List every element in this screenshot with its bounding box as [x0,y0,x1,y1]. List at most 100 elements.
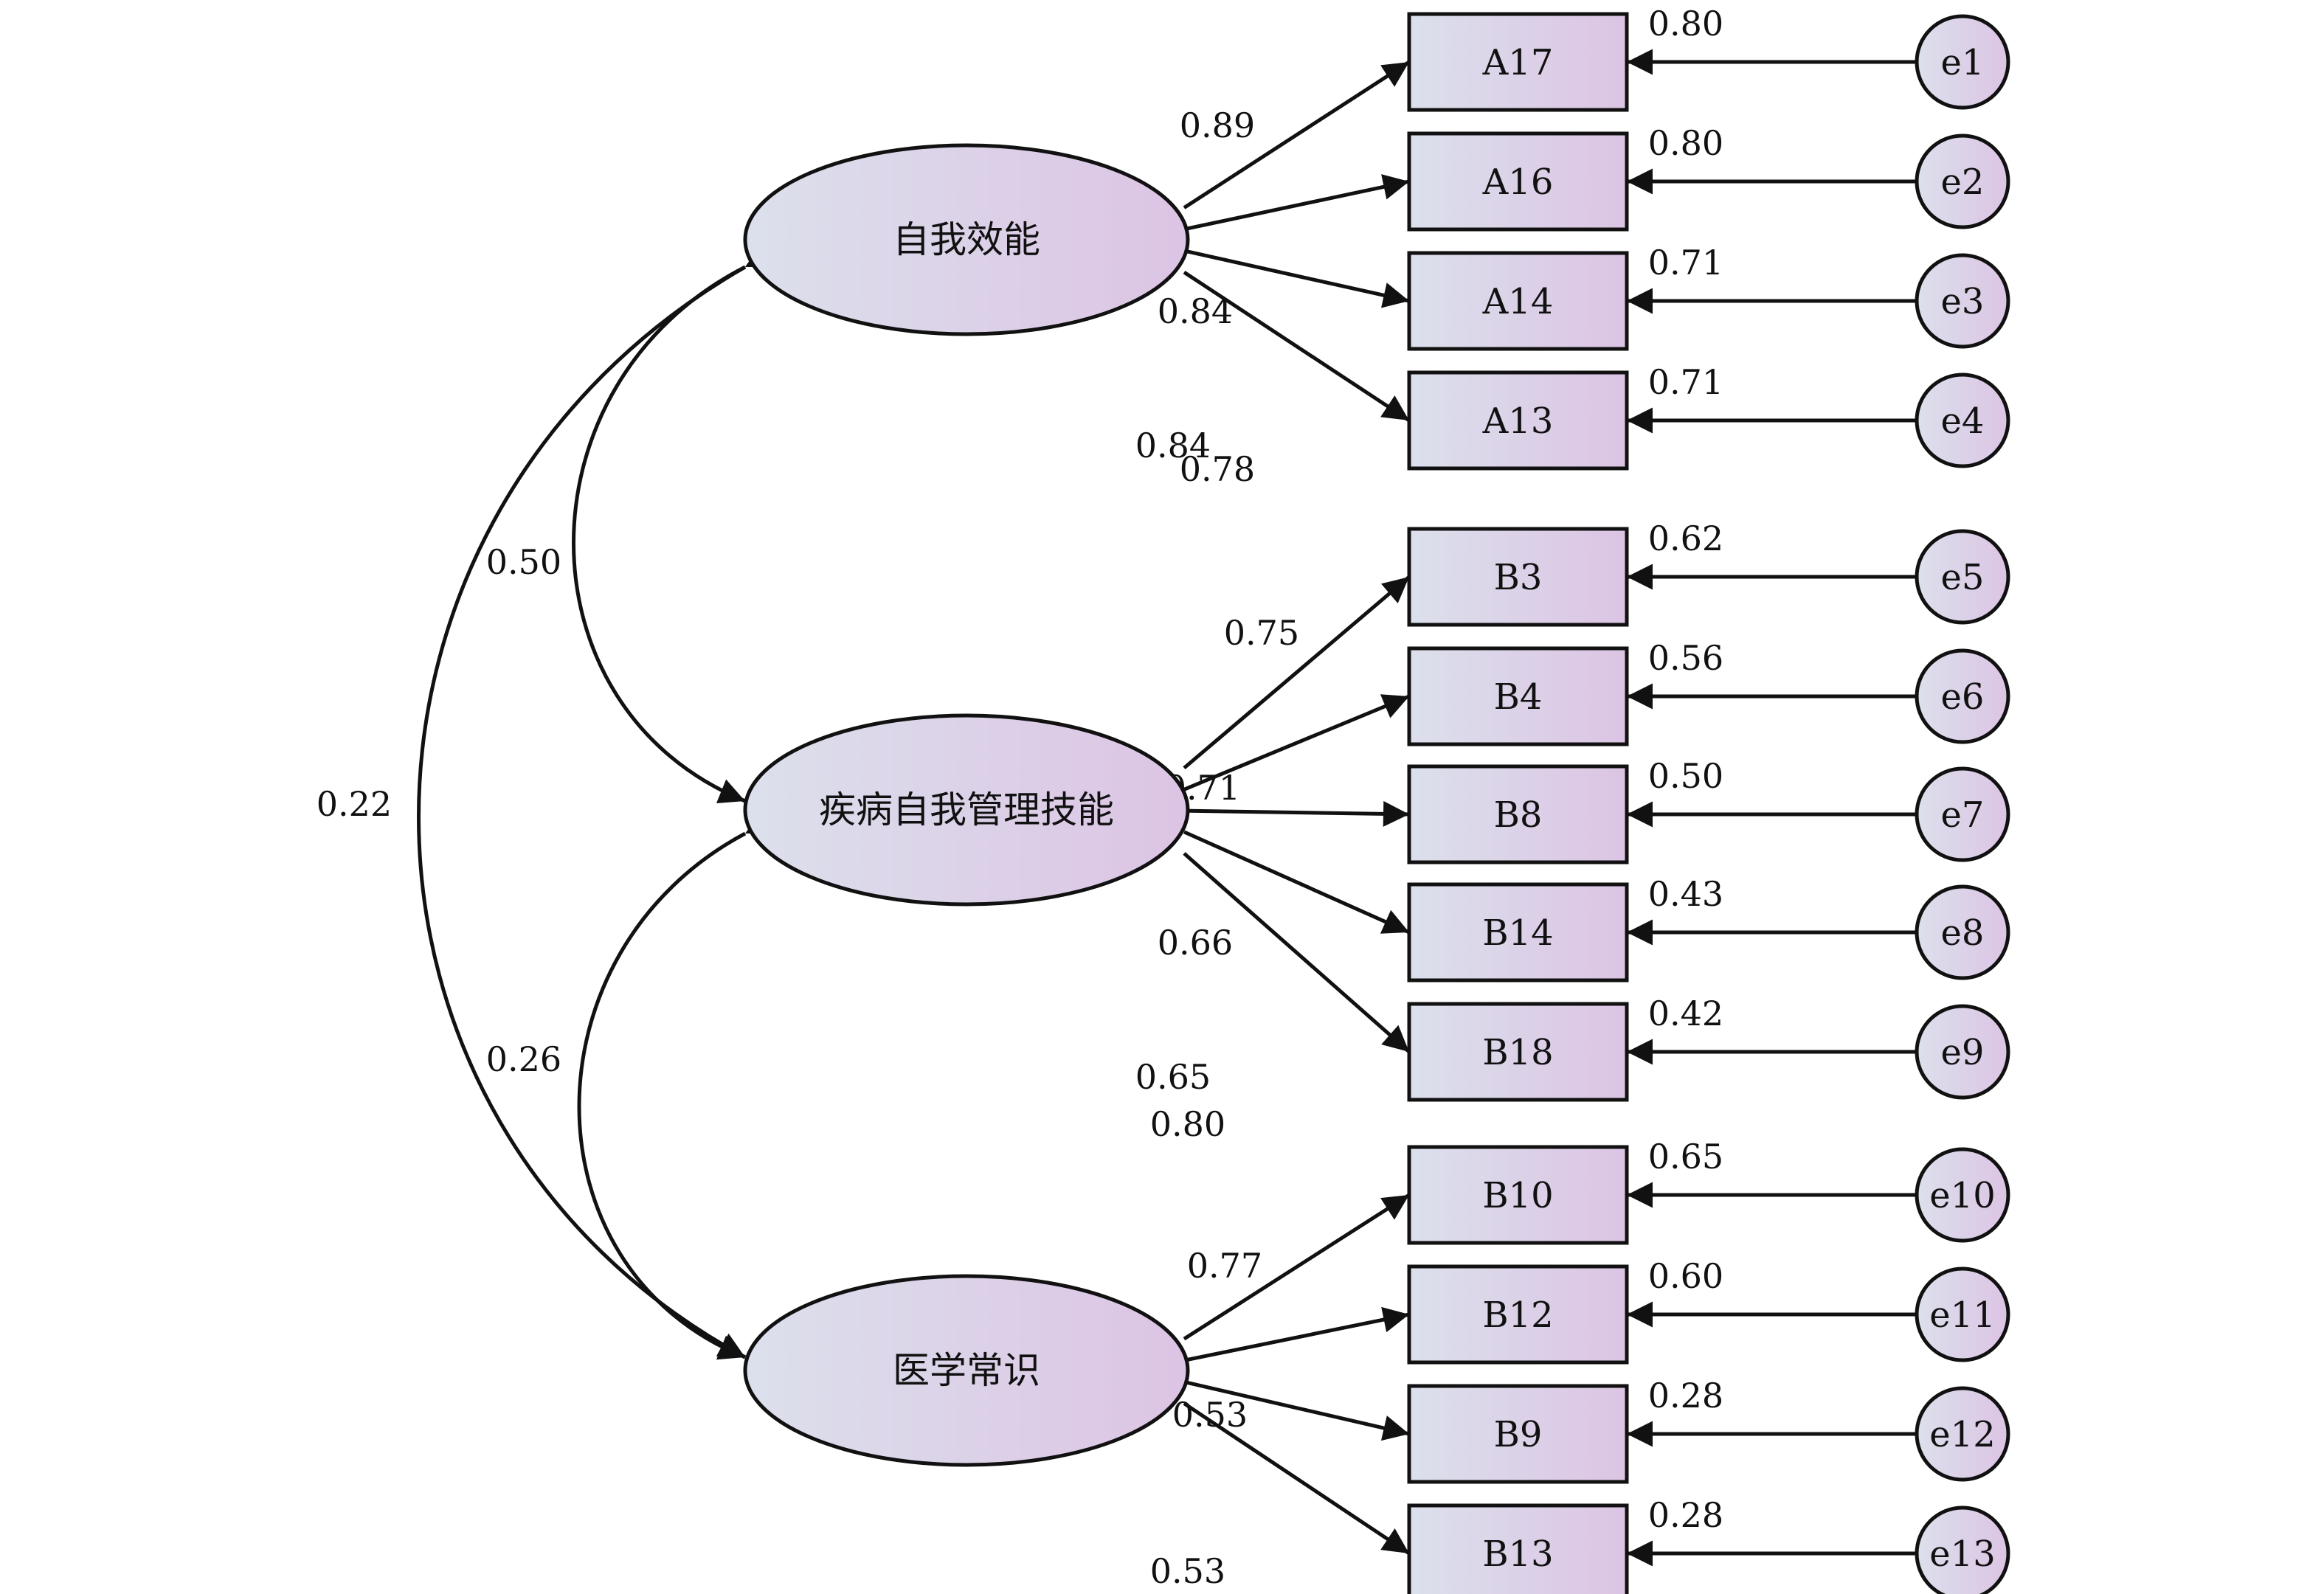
r2-label-a17: 0.80 [1648,4,1723,44]
indicator-label-b3: B3 [1494,557,1543,598]
indicator-box-b4: B4 [1407,646,1629,746]
indicator-label-a17: A17 [1482,42,1554,83]
error-label-e10: e10 [1929,1175,1995,1216]
indicator-box-b18: B18 [1407,1002,1629,1102]
r2-label-a16: 0.80 [1648,123,1723,163]
loading-arrow-b18 [1183,852,1411,1053]
loading-arrow-b8 [1183,800,1410,827]
covariance-layer: 0.22 0.50 0.26 [317,243,775,1360]
indicator-label-b8: B8 [1494,794,1543,836]
indicator-box-a13: A13 [1407,370,1629,471]
covariance-label-f2-f3: 0.26 [486,1039,561,1079]
indicator-box-a16: A16 [1407,131,1629,232]
indicator-box-b8: B8 [1407,764,1629,864]
r2-label-b3: 0.62 [1648,519,1723,558]
error-label-e4: e4 [1941,401,1985,442]
loading-label-b13: 0.53 [1150,1551,1225,1591]
loading-arrow-b3 [1183,575,1411,770]
loading-label-b3: 0.78 [1180,449,1255,489]
loading-label-b14: 0.66 [1158,923,1233,963]
indicator-label-b14: B14 [1482,912,1553,954]
loading-arrow-b14 [1183,830,1411,935]
error-label-e5: e5 [1941,557,1985,598]
loading-label-b4: 0.75 [1224,613,1299,653]
error-label-e2: e2 [1941,162,1985,203]
r2-label-b8: 0.50 [1648,756,1723,796]
loading-label-b12: 0.77 [1187,1246,1262,1286]
r2-label-b9: 0.28 [1648,1376,1723,1415]
loading-label-a16: 0.89 [1180,105,1255,145]
loading-label-b9: 0.53 [1172,1395,1248,1435]
error-label-e9: e9 [1941,1032,1985,1073]
covariance-arc-f1-f2 [572,243,775,803]
r2-label-b18: 0.42 [1648,994,1723,1033]
error-label-e3: e3 [1941,281,1985,322]
error-term-e7: e7 [1915,766,2010,862]
error-term-e9: e9 [1915,1004,2010,1100]
indicator-box-a14: A14 [1407,251,1629,351]
loading-arrow-b9 [1183,1380,1410,1441]
error-term-e8: e8 [1915,884,2010,980]
indicator-label-a14: A14 [1482,281,1554,322]
r2-label-b10: 0.65 [1648,1137,1723,1177]
indicator-box-b10: B10 [1407,1145,1629,1245]
indicator-box-b13: B13 [1407,1503,1629,1594]
indicator-label-b9: B9 [1494,1414,1543,1455]
covariance-arc-f1-f3 [417,243,775,1359]
indicator-box-b14: B14 [1407,882,1629,983]
error-term-e4: e4 [1915,372,2010,468]
latent-label-disease-self-management: 疾病自我管理技能 [819,789,1114,831]
covariance-label-f1-f3: 0.22 [317,784,392,824]
latent-factor-disease-self-management: 疾病自我管理技能 [743,713,1190,907]
indicator-box-b9: B9 [1407,1384,1629,1484]
error-term-e10: e10 [1915,1147,2010,1243]
error-label-e8: e8 [1941,912,1985,954]
indicator-label-b10: B10 [1482,1175,1553,1216]
loading-arrow-b12 [1183,1306,1410,1362]
error-term-e2: e2 [1915,134,2010,229]
indicator-box-a17: A17 [1407,12,1629,112]
latent-layer: 自我效能 疾病自我管理技能 医学常识 [743,143,1190,1467]
r2-label-b4: 0.56 [1648,638,1723,678]
loading-arrow-b4 [1183,694,1410,791]
error-term-e3: e3 [1915,253,2010,349]
indicator-box-b3: B3 [1407,527,1629,627]
indicator-label-a16: A16 [1482,162,1554,203]
error-term-e12: e12 [1915,1386,2010,1482]
r2-label-a14: 0.71 [1648,243,1723,283]
loading-arrow-a14 [1183,249,1410,308]
latent-label-medical-knowledge: 医学常识 [893,1349,1040,1392]
loading-arrow-a13 [1183,271,1411,423]
r2-label-b13: 0.28 [1648,1495,1723,1535]
latent-label-self-efficacy: 自我效能 [893,218,1040,261]
edge-layer: 0.900.800.890.800.840.710.840.710.780.62… [1135,4,1917,1591]
error-term-e1: e1 [1915,14,2010,110]
loading-arrow-a16 [1183,174,1410,232]
indicator-box-b12: B12 [1407,1264,1629,1365]
error-label-e13: e13 [1929,1534,1995,1575]
indicator-label-a13: A13 [1482,401,1554,442]
latent-factor-self-efficacy: 自我效能 [743,143,1190,336]
indicator-label-b18: B18 [1482,1032,1553,1073]
loading-label-b18: 0.65 [1135,1057,1211,1097]
error-label-e12: e12 [1929,1414,1995,1455]
indicator-label-b12: B12 [1482,1295,1553,1336]
latent-factor-medical-knowledge: 医学常识 [743,1274,1190,1467]
error-label-e7: e7 [1941,794,1985,836]
error-term-e5: e5 [1915,529,2010,625]
error-label-e6: e6 [1941,676,1985,718]
r2-label-a13: 0.71 [1648,362,1723,402]
loading-arrow-b13 [1183,1401,1411,1556]
loading-label-a13: 0.84 [1135,426,1211,465]
error-term-e11: e11 [1915,1266,2010,1362]
covariance-arc-f2-f3 [577,810,775,1360]
error-term-e13: e13 [1915,1505,2010,1594]
indicator-label-b4: B4 [1494,676,1543,718]
r2-label-b12: 0.60 [1648,1256,1723,1296]
error-label-e11: e11 [1929,1295,1995,1336]
error-label-e1: e1 [1941,42,1985,83]
indicator-label-b13: B13 [1482,1534,1553,1575]
loading-label-b10: 0.80 [1150,1104,1225,1144]
